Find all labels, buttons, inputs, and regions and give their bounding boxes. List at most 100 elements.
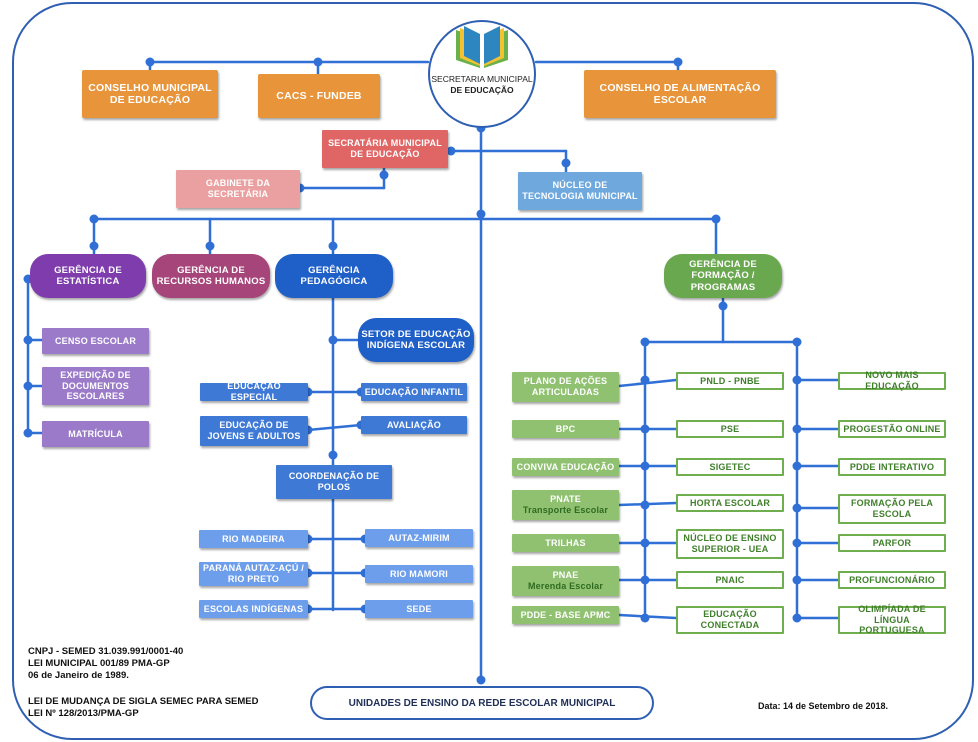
polo-rio-mamori-box: RIO MAMORI (365, 565, 473, 583)
gabinete-box: GABINETE DA SECRETÁRIA (176, 170, 300, 208)
connector-line (306, 423, 363, 432)
connector-dot (792, 538, 802, 548)
open-book-icon (456, 26, 508, 68)
coordenacao-polos-box: COORDENAÇÃO DE POLOS (276, 465, 392, 499)
avaliacao-box: AVALIAÇÃO (361, 416, 467, 434)
connector-dot (145, 57, 155, 67)
connector-dot (476, 209, 486, 219)
connector-dot (640, 500, 650, 510)
polo-sede-box: SEDE (365, 600, 473, 618)
gerencia-estatistica-box: GERÊNCIA DE ESTATÍSTICA (30, 254, 146, 298)
pnate-sub: Transporte Escolar (522, 505, 609, 515)
educacao-conectada-box: EDUCAÇÃO CONECTADA (676, 606, 784, 634)
unidades-ensino-box: UNIDADES DE ENSINO DA REDE ESCOLAR MUNIC… (310, 686, 654, 720)
pnld-box: PNLD - PNBE (676, 372, 784, 390)
bpc-label: BPC (555, 423, 576, 434)
horta-escolar-box: HORTA ESCOLAR (676, 494, 784, 512)
expedicao-documentos-box: EXPEDIÇÃO DE DOCUMENTOS ESCOLARES (42, 367, 149, 405)
bpc-box: BPC (512, 420, 619, 438)
connector-dot (379, 170, 389, 180)
connector-dot (328, 241, 338, 251)
setor-indigena-box: SETOR DE EDUCAÇÃO INDÍGENA ESCOLAR (358, 318, 474, 362)
connector-dot (328, 450, 338, 460)
logo-text-bottom: DE EDUCAÇÃO (450, 85, 514, 95)
connector-dot (640, 575, 650, 585)
cacs-fundeb-box: CACS - FUNDEB (258, 74, 380, 118)
sigetec-box: SIGETEC (676, 458, 784, 476)
conselho-alimentacao-box: CONSELHO DE ALIMENTAÇÃO ESCOLAR (584, 70, 776, 118)
pnae-sub: Merenda Escolar (527, 581, 604, 591)
educacao-infantil-box: EDUCAÇÃO INFANTIL (361, 383, 467, 401)
pnate-label: PNATE (550, 494, 581, 505)
connector-dot (792, 375, 802, 385)
footer-data-lei: 06 de Janeiro de 1989. (28, 670, 129, 681)
connector-dot (313, 57, 323, 67)
nucleo-tecnologia-box: NÚCLEO DE TECNOLOGIA MUNICIPAL (518, 172, 642, 210)
conviva-educacao-box: CONVIVA EDUCAÇÃO (512, 458, 619, 476)
connector-dot (792, 613, 802, 623)
connector-dot (561, 158, 571, 168)
progestao-online-box: PROGESTÃO ONLINE (838, 420, 946, 438)
pdde-base-label: PDDE - BASE APMC (520, 609, 611, 620)
connector-dot (23, 381, 33, 391)
polo-autaz-mirim-box: AUTAZ-MIRIM (365, 529, 473, 547)
connector-dot (640, 613, 650, 623)
connector-dot (205, 241, 215, 251)
formacao-pela-escola-box: FORMAÇÃO PELA ESCOLA (838, 494, 946, 524)
footer-lei: LEI MUNICIPAL 001/89 PMA-GP (28, 658, 170, 669)
connector-dot (640, 375, 650, 385)
parfor-box: PARFOR (838, 534, 946, 552)
conselho-educacao-box: CONSELHO MUNICIPAL DE EDUCAÇÃO (82, 70, 218, 118)
connector-dot (792, 424, 802, 434)
gerencia-pedagogica-box: GERÊNCIA PEDAGÓGICA (275, 254, 393, 298)
connector-dot (476, 675, 486, 685)
secretaria-logo: SECRETARIA MUNICIPAL DE EDUCAÇÃO (428, 20, 536, 128)
censo-escolar-box: CENSO ESCOLAR (42, 328, 149, 354)
connector-dot (640, 461, 650, 471)
frame-border (12, 2, 974, 740)
polo-rio-madeira-box: RIO MADEIRA (199, 530, 308, 548)
trilhas-box: TRILHAS (512, 534, 619, 552)
pnae-label: PNAE (552, 570, 579, 581)
pdde-base-box: PDDE - BASE APMC (512, 606, 619, 624)
footer-lei-num: LEI Nº 128/2013/PMA-GP (28, 708, 139, 719)
olimpiada-box: OLIMPÍADA DE LÍNGUA PORTUGUESA (838, 604, 946, 635)
connector-dot (89, 241, 99, 251)
connector-dot (328, 335, 338, 345)
educacao-especial-box: EDUCAÇÃO ESPECIAL (200, 381, 308, 402)
secretaria-box: SECRATÁRIA MUNICIPAL DE EDUCAÇÃO (322, 130, 448, 168)
connector-dot (23, 335, 33, 345)
polo-parana-autaz-box: PARANÁ AUTAZ-AÇÚ / RIO PRETO (199, 562, 308, 586)
connector-dot (640, 337, 650, 347)
connector-dot (711, 214, 721, 224)
gerencia-rh-box: GERÊNCIA DE RECURSOS HUMANOS (152, 254, 270, 298)
footer-lei-mudanca: LEI DE MUDANÇA DE SIGLA SEMEC PARA SEMED (28, 696, 259, 707)
connector-dot (673, 57, 683, 67)
connector-dot (718, 301, 728, 311)
connector-dot (89, 214, 99, 224)
novo-mais-educacao-box: NOVO MAIS EDUCAÇÃO (838, 370, 946, 391)
gerencia-formacao-box: GERÊNCIA DE FORMAÇÃO / PROGRAMAS (664, 254, 782, 298)
footer-cnpj: CNPJ - SEMED 31.039.991/0001-40 (28, 646, 184, 657)
footer-data: Data: 14 de Setembro de 2018. (758, 701, 889, 711)
pnaic-box: PNAIC (676, 571, 784, 589)
connector-dot (23, 428, 33, 438)
plano-acoes-label: PLANO DE AÇÕES ARTICULADAS (523, 376, 608, 397)
polo-escolas-indigenas-box: ESCOLAS INDÍGENAS (199, 600, 308, 618)
pdde-interativo-box: PDDE INTERATIVO (838, 458, 946, 476)
connector-dot (792, 575, 802, 585)
connector-dot (446, 146, 456, 156)
matricula-box: MATRÍCULA (42, 421, 149, 447)
connector-dot (640, 538, 650, 548)
logo-text-top: SECRETARIA MUNICIPAL (431, 74, 533, 84)
connector-dot (640, 424, 650, 434)
connector-dot (792, 461, 802, 471)
profuncionario-box: PROFUNCIONÁRIO (838, 571, 946, 589)
connector-dot (792, 503, 802, 513)
plano-acoes-box: PLANO DE AÇÕES ARTICULADAS (512, 372, 619, 402)
trilhas-label: TRILHAS (545, 537, 586, 548)
connector-dot (792, 337, 802, 347)
